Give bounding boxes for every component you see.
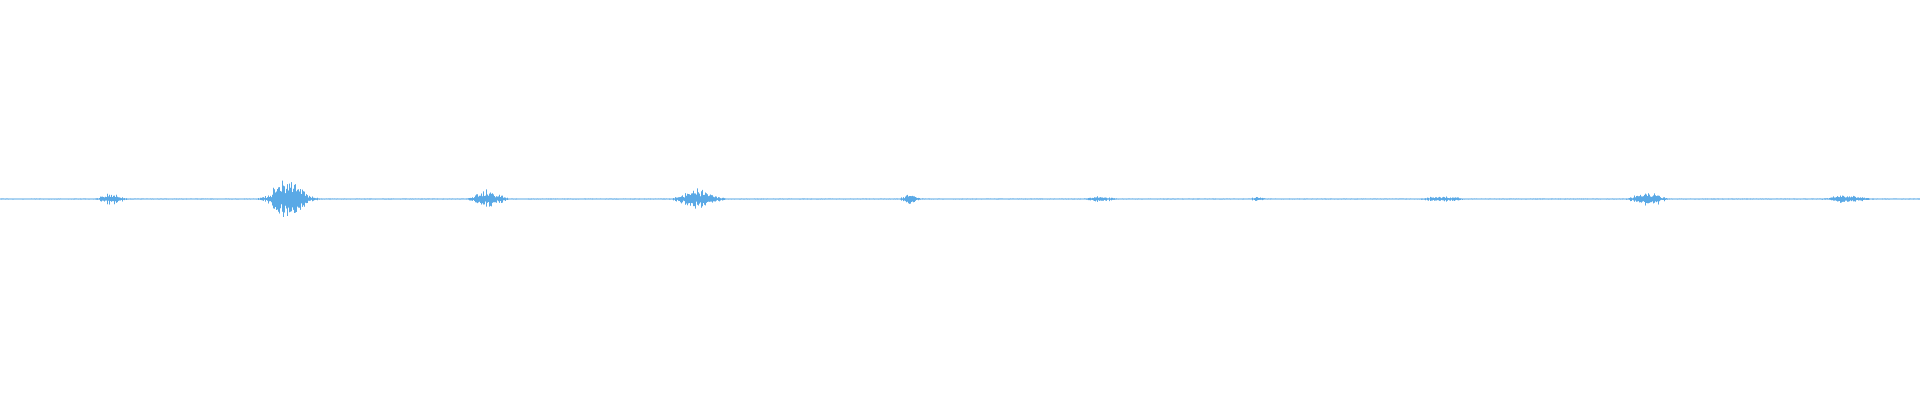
waveform-burst-4 <box>670 191 724 208</box>
waveform-burst-3 <box>467 191 509 207</box>
waveform-burst-2 <box>263 179 313 219</box>
waveform-burst-9 <box>1626 191 1668 206</box>
waveform-burst-10 <box>1816 195 1877 202</box>
waveform-burst-1 <box>94 194 129 204</box>
waveform-burst-6 <box>1077 197 1123 202</box>
waveform-signal <box>0 180 1920 217</box>
waveform-burst-5 <box>897 195 924 204</box>
waveform-burst-8 <box>1415 196 1469 202</box>
waveform-burst-7 <box>1246 197 1269 201</box>
